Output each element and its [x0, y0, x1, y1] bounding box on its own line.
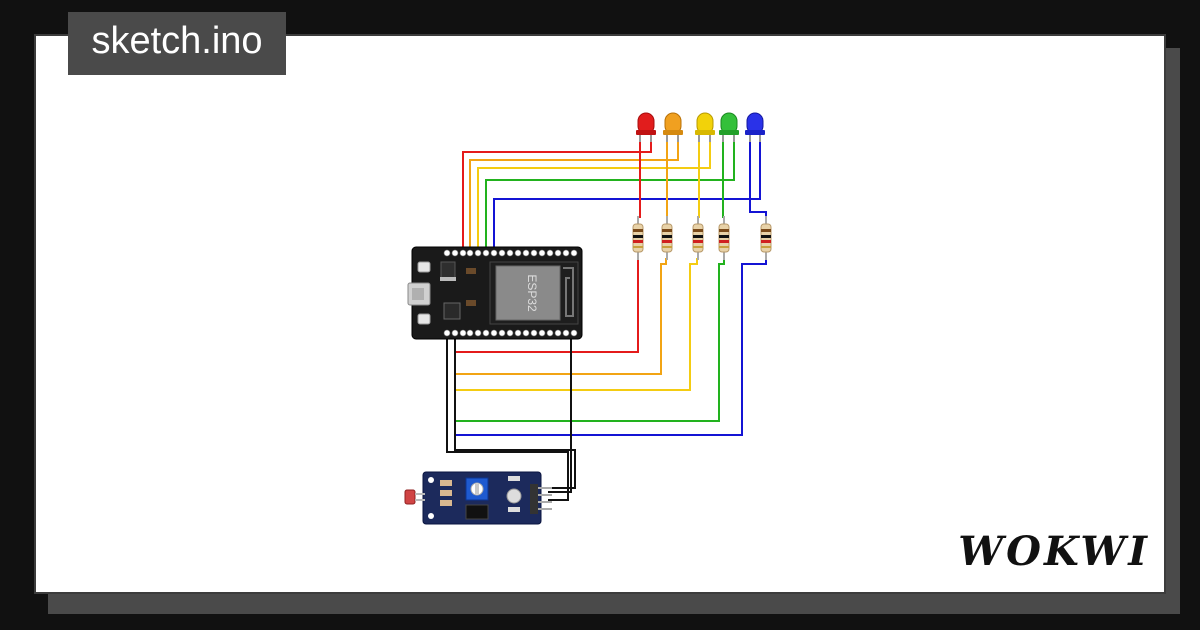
blue-led[interactable] [745, 112, 765, 142]
green-led[interactable] [719, 112, 739, 142]
wire-green-top [485, 140, 735, 250]
resistor-1[interactable] [632, 216, 644, 260]
wire-blue-top [493, 140, 761, 250]
red-led[interactable] [636, 112, 656, 142]
diagram-canvas [34, 34, 1166, 594]
reset-button[interactable] [417, 313, 431, 325]
wokwi-logo: WOKWI [958, 528, 1150, 575]
resistor-5[interactable] [760, 216, 772, 260]
wire-black-vcc [446, 333, 569, 501]
bottom-header-pins [443, 329, 578, 337]
wire-red-top [462, 140, 652, 250]
esp32-board[interactable]: ESP32 [407, 246, 583, 340]
resistor-2[interactable] [661, 216, 673, 260]
top-wires [462, 140, 761, 250]
antenna-icon [563, 267, 574, 317]
bottom-wires [446, 258, 767, 501]
wire-green-bottom [455, 258, 725, 422]
sensor-pins [530, 484, 552, 514]
led-resistor-wires [639, 140, 767, 218]
orange-led[interactable] [663, 112, 683, 142]
ldr-sensor-module[interactable] [404, 471, 552, 525]
wire-yellow-top [477, 140, 711, 250]
led-row [636, 112, 765, 142]
boot-button[interactable] [417, 261, 431, 273]
wire-orange-bottom [455, 258, 667, 375]
wire-orange-top [469, 140, 679, 250]
wire-black-do [548, 333, 572, 493]
wire-yellow-bottom [455, 258, 698, 391]
wire-black-gnd-rail [454, 333, 576, 489]
yellow-led[interactable] [695, 112, 715, 142]
photoresistor [404, 489, 416, 505]
wire-blue-bottom [455, 258, 767, 436]
chip-label: ESP32 [525, 274, 539, 312]
resistors [632, 216, 772, 260]
filename-tab: sketch.ino [68, 12, 286, 75]
top-header-pins [443, 249, 578, 257]
resistor-4[interactable] [718, 216, 730, 260]
resistor-3[interactable] [692, 216, 704, 260]
wire-blue-led-res [749, 140, 767, 218]
